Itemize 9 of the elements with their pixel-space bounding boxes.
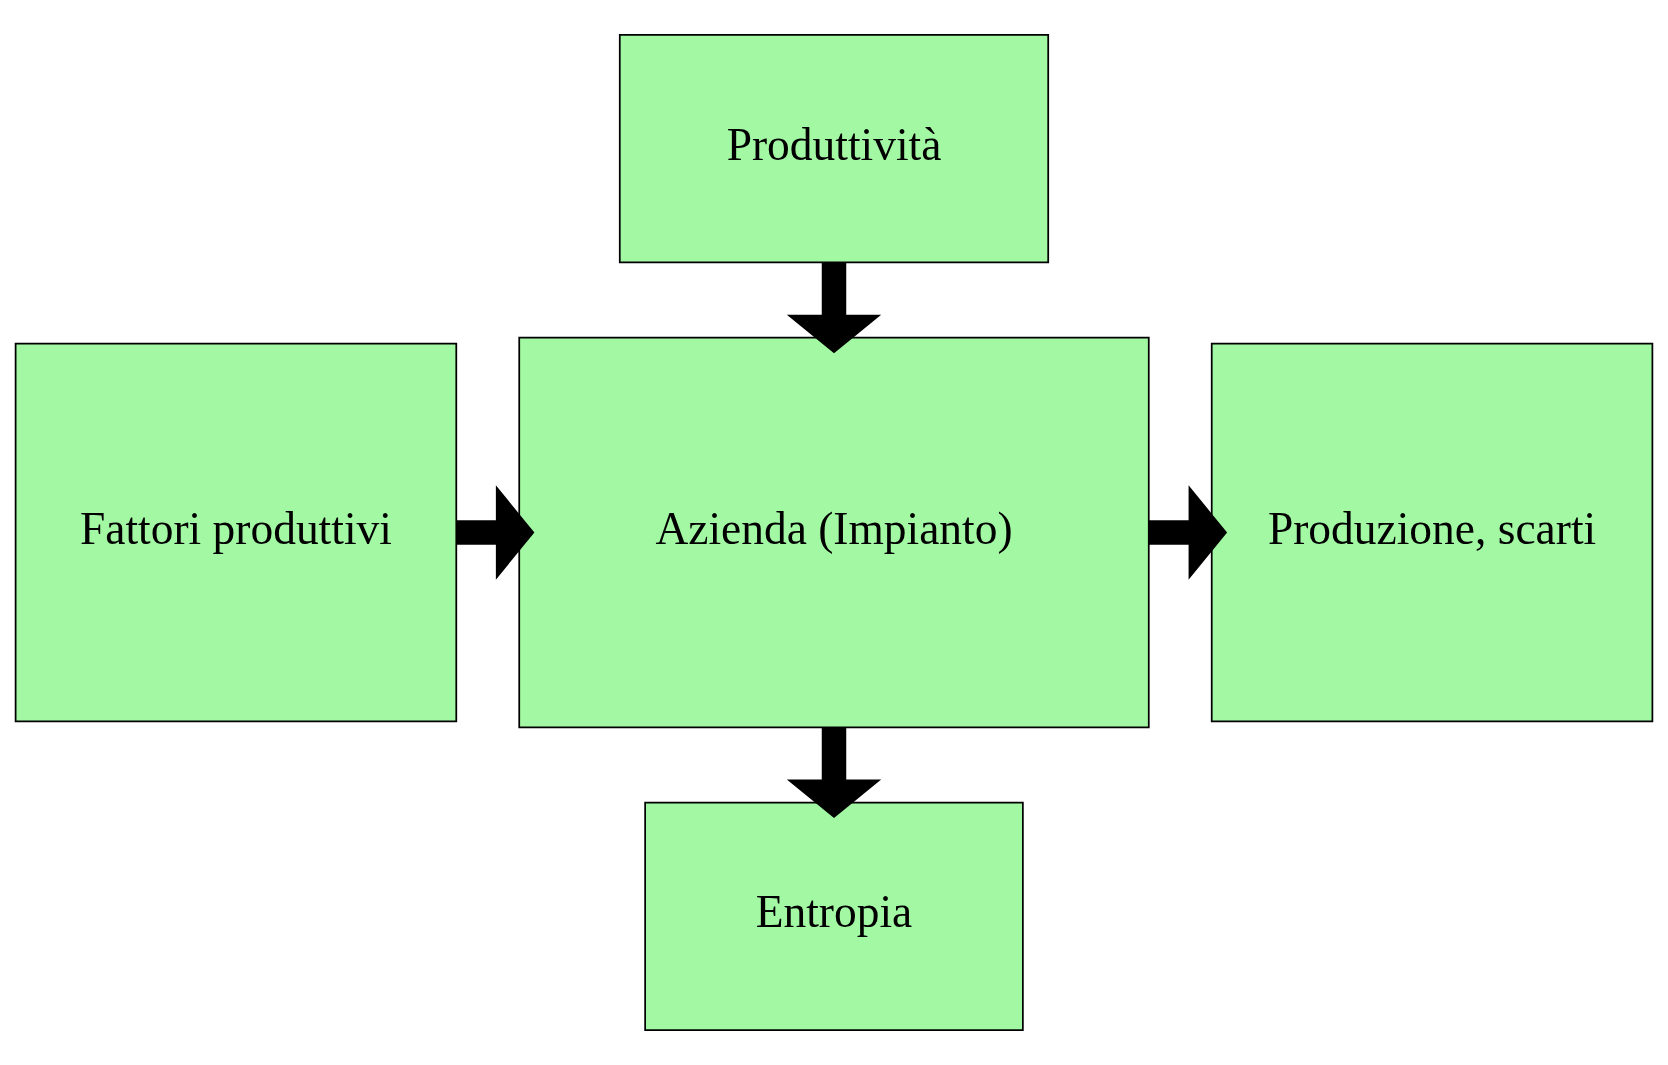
node-box: Produzione, scarti [1210, 342, 1654, 723]
node-box: Produttività [618, 34, 1050, 264]
arrow [786, 262, 882, 354]
arrow [456, 485, 535, 580]
node-box: Azienda (Impianto) [518, 336, 1150, 729]
arrow [1148, 485, 1228, 580]
node-box: Fattori produttivi [14, 342, 458, 723]
node-box: Entropia [644, 801, 1024, 1031]
arrow [786, 727, 882, 818]
